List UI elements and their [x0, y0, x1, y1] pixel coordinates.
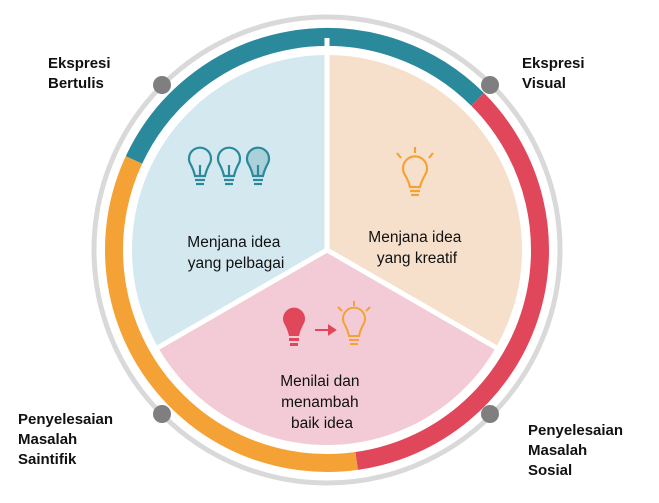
label-line: Penyelesaian: [528, 422, 624, 439]
three-lightbulbs-icon: [187, 146, 271, 186]
outer-ring: [91, 14, 563, 486]
glowing-lightbulb-icon: [396, 147, 434, 197]
label-bottom-left: Penyelesaian Masalah Saintifik: [18, 410, 113, 470]
label-top-left: Ekspresi Bertulis: [48, 54, 111, 94]
arrow-right-icon: [315, 324, 337, 336]
segment-top-right-text: Menjana idea yang kreatif: [368, 229, 465, 267]
segment-top-left-text: Menjana idea yang pelbagai: [187, 234, 284, 272]
dot-bottom-right: [481, 405, 499, 423]
label-bottom-right: Penyelesaian Masalah Sosial: [528, 421, 623, 481]
label-line: Ekspresi: [522, 55, 585, 72]
label-line: Masalah: [528, 442, 588, 459]
idea-improvement-icon: [283, 301, 371, 346]
ring-segment-red: [355, 93, 549, 470]
dot-top-left: [153, 76, 171, 94]
dot-bottom-left: [153, 405, 171, 423]
label-line: Saintifik: [18, 451, 77, 468]
segment-top-left: [132, 55, 327, 348]
segment-top-right: [327, 55, 522, 348]
label-line: Ekspresi: [48, 55, 111, 72]
ring-segment-orange: [105, 156, 358, 472]
segment-bottom-text: Menilai dan menambah baik idea: [280, 373, 364, 432]
label-top-right: Ekspresi Visual: [522, 54, 585, 94]
ring-segment-blue: [125, 28, 484, 164]
label-line: Visual: [522, 75, 566, 92]
dot-top-right: [481, 76, 499, 94]
label-line: Bertulis: [48, 75, 104, 92]
label-line: Masalah: [18, 431, 78, 448]
label-line: Sosial: [528, 462, 573, 479]
label-line: Penyelesaian: [18, 411, 114, 428]
separator-left: [156, 247, 329, 350]
separator-right: [325, 247, 498, 350]
